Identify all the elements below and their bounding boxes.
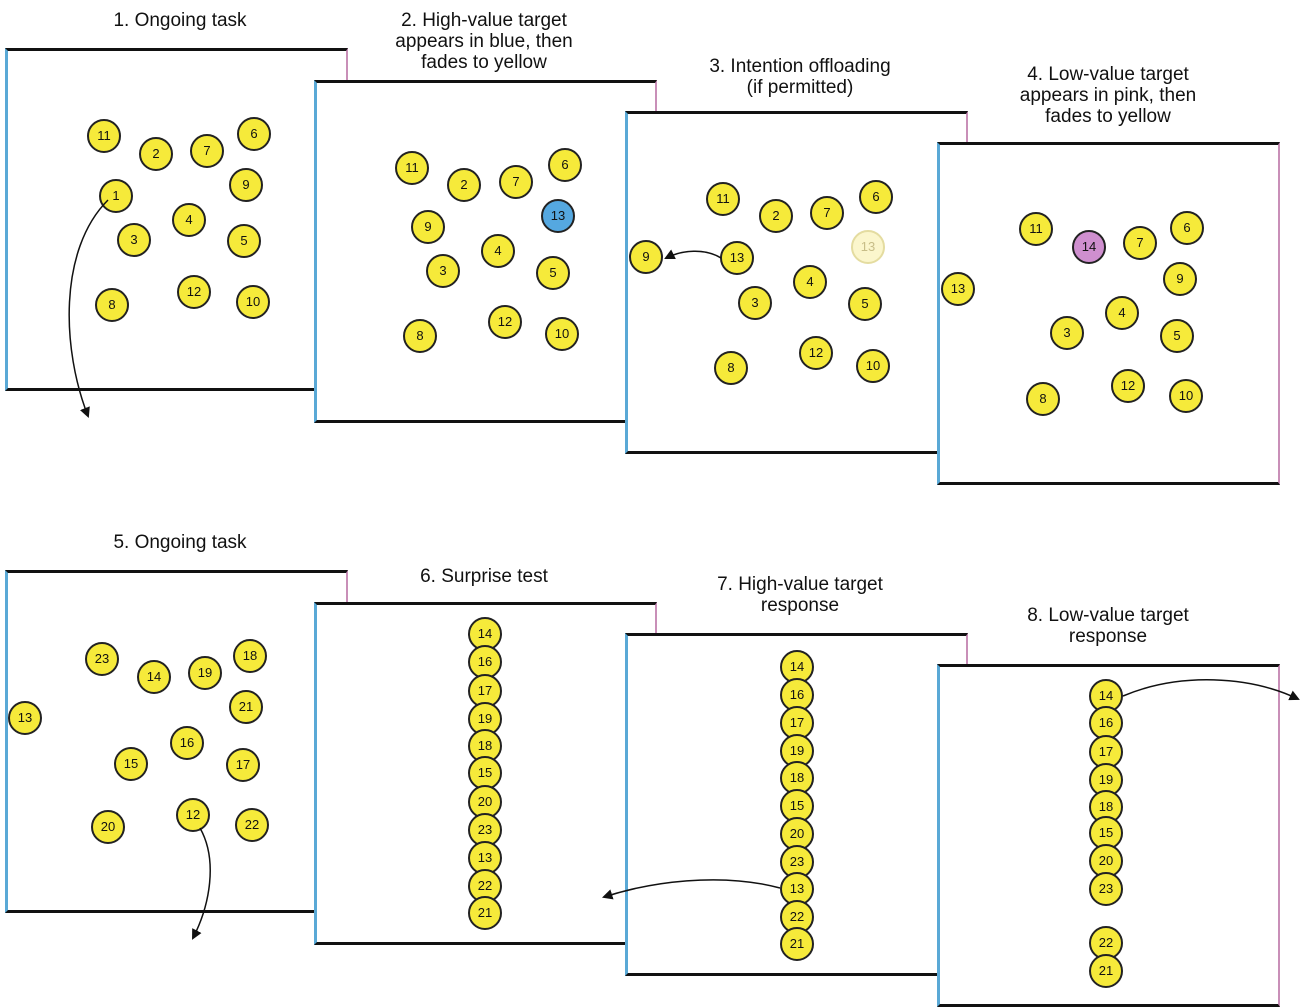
target-circle[interactable]: 13 <box>851 230 885 264</box>
target-circle[interactable]: 11 <box>87 119 121 153</box>
target-circle[interactable]: 17 <box>226 748 260 782</box>
target-circle[interactable]: 3 <box>426 254 460 288</box>
offload-arrow-panel3 <box>664 249 722 259</box>
target-circle[interactable]: 3 <box>738 286 772 320</box>
target-circle[interactable]: 9 <box>1163 262 1197 296</box>
target-circle[interactable]: 2 <box>139 137 173 171</box>
target-circle[interactable]: 18 <box>233 639 267 673</box>
target-circle[interactable]: 10 <box>856 349 890 383</box>
target-circle[interactable]: 7 <box>810 196 844 230</box>
panel-title: 6. Surprise test <box>420 566 548 587</box>
target-circle[interactable]: 19 <box>188 656 222 690</box>
target-circle[interactable]: 4 <box>1105 296 1139 330</box>
target-circle[interactable]: 12 <box>176 798 210 832</box>
panel-title: 8. Low-value target response <box>1027 605 1189 647</box>
panel-title: 3. Intention offloading (if permitted) <box>709 56 891 98</box>
target-circle[interactable]: 5 <box>848 287 882 321</box>
target-circle[interactable]: 22 <box>235 808 269 842</box>
target-circle[interactable]: 4 <box>172 203 206 237</box>
target-circle[interactable]: 11 <box>1019 212 1053 246</box>
target-circle[interactable]: 15 <box>114 747 148 781</box>
target-circle[interactable]: 15 <box>468 756 502 790</box>
panel-title: 4. Low-value target appears in pink, the… <box>1019 64 1197 127</box>
response-arrow-panel7 <box>602 879 781 900</box>
target-circle[interactable]: 12 <box>488 305 522 339</box>
target-circle[interactable]: 1 <box>99 179 133 213</box>
target-circle[interactable]: 7 <box>190 134 224 168</box>
target-circle[interactable]: 23 <box>85 642 119 676</box>
target-circle[interactable]: 8 <box>95 288 129 322</box>
target-circle[interactable]: 5 <box>227 224 261 258</box>
target-circle[interactable]: 13 <box>8 701 42 735</box>
panel-title: 5. Ongoing task <box>113 532 247 553</box>
target-circle[interactable]: 9 <box>411 210 445 244</box>
target-circle[interactable]: 19 <box>1089 763 1123 797</box>
target-circle[interactable]: 7 <box>1123 226 1157 260</box>
target-circle[interactable]: 12 <box>177 275 211 309</box>
target-circle[interactable]: 6 <box>1170 211 1204 245</box>
target-circle[interactable]: 20 <box>91 810 125 844</box>
target-circle[interactable]: 6 <box>548 148 582 182</box>
target-circle[interactable]: 8 <box>1026 382 1060 416</box>
target-circle[interactable]: 10 <box>236 285 270 319</box>
target-circle[interactable]: 6 <box>237 117 271 151</box>
target-circle[interactable]: 13 <box>720 241 754 275</box>
target-circle[interactable]: 7 <box>499 165 533 199</box>
response-arrow-panel8 <box>1122 679 1300 701</box>
target-circle[interactable]: 16 <box>170 726 204 760</box>
panel-title: 2. High-value target appears in blue, th… <box>395 10 573 73</box>
target-circle[interactable]: 18 <box>468 729 502 763</box>
target-circle[interactable]: 14 <box>137 660 171 694</box>
drag-arrow-panel1 <box>68 199 109 418</box>
panel-title: 7. High-value target response <box>717 574 883 616</box>
target-circle[interactable]: 9 <box>629 240 663 274</box>
target-circle[interactable]: 3 <box>1050 316 1084 350</box>
target-circle[interactable]: 3 <box>117 223 151 257</box>
target-circle[interactable]: 14 <box>1072 230 1106 264</box>
target-circle[interactable]: 12 <box>799 336 833 370</box>
target-circle[interactable]: 11 <box>706 182 740 216</box>
target-circle[interactable]: 9 <box>229 168 263 202</box>
target-circle[interactable]: 13 <box>541 199 575 233</box>
target-circle[interactable]: 21 <box>780 927 814 961</box>
target-circle[interactable]: 10 <box>545 317 579 351</box>
target-circle[interactable]: 5 <box>536 256 570 290</box>
target-circle[interactable]: 6 <box>859 180 893 214</box>
target-circle[interactable]: 4 <box>481 234 515 268</box>
target-circle[interactable]: 10 <box>1169 379 1203 413</box>
target-circle[interactable]: 8 <box>403 319 437 353</box>
target-circle[interactable]: 8 <box>714 351 748 385</box>
target-circle[interactable]: 13 <box>941 272 975 306</box>
target-circle[interactable]: 21 <box>1089 954 1123 988</box>
target-circle[interactable]: 21 <box>229 690 263 724</box>
target-circle[interactable]: 5 <box>1160 319 1194 353</box>
target-circle[interactable]: 12 <box>1111 369 1145 403</box>
drag-arrow-panel5 <box>192 827 211 940</box>
target-circle[interactable]: 2 <box>447 168 481 202</box>
target-circle[interactable]: 20 <box>468 785 502 819</box>
panel-title: 1. Ongoing task <box>113 10 247 31</box>
target-circle[interactable]: 23 <box>1089 872 1123 906</box>
target-circle[interactable]: 11 <box>395 151 429 185</box>
target-circle[interactable]: 4 <box>793 265 827 299</box>
target-circle[interactable]: 2 <box>759 199 793 233</box>
target-circle[interactable]: 21 <box>468 896 502 930</box>
target-circle[interactable]: 16 <box>468 645 502 679</box>
